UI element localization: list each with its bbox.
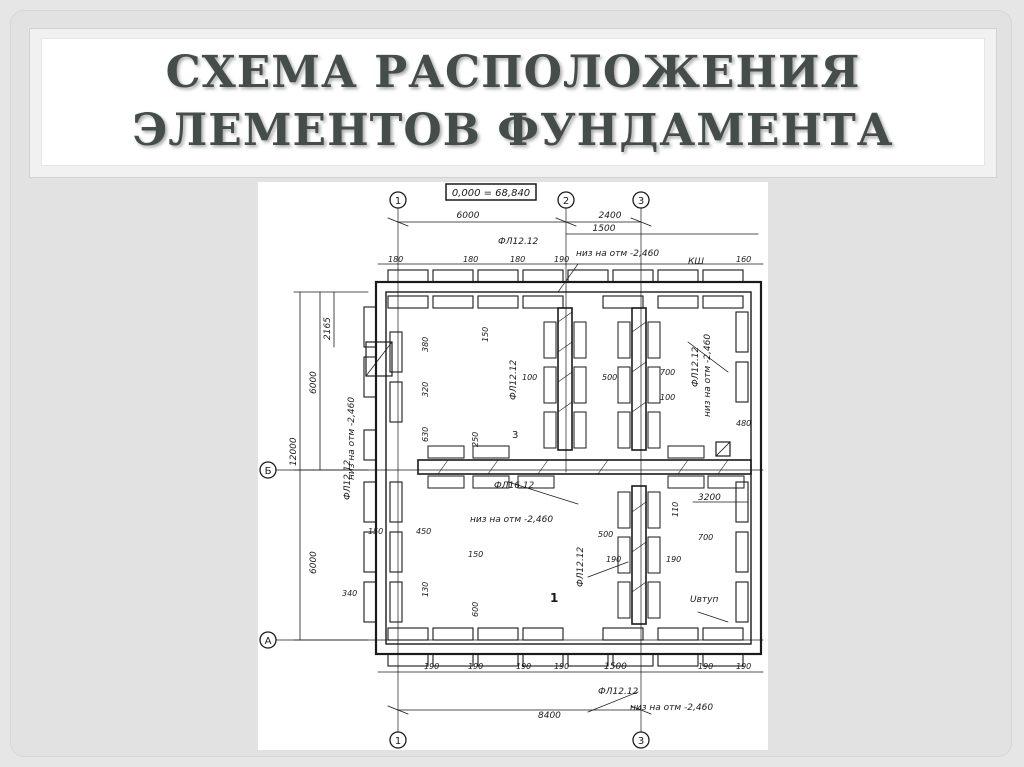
dim-2400-top: 2400 xyxy=(599,211,622,221)
right-hatched-block-diagonal xyxy=(715,441,731,457)
label-niz-left: низ на отм -2,460 xyxy=(347,397,357,480)
label-ksh: КШ xyxy=(688,257,704,267)
axis-b-label: Б xyxy=(265,466,272,477)
axis-3-bottom-label: 3 xyxy=(638,736,644,747)
dim-190-right: 190 xyxy=(666,555,681,564)
label-niz-center: низ на отм -2,460 xyxy=(470,515,553,525)
interior-walls xyxy=(417,307,752,625)
dim-190-bottom-f: 190 xyxy=(736,662,751,671)
dim-190-bottom-e: 190 xyxy=(698,662,713,671)
right-foundation-blocks xyxy=(735,311,749,623)
dim-190-bottom-b: 190 xyxy=(468,662,483,671)
label-fl1212-lower: ФЛ12.12 xyxy=(576,546,586,587)
axis-1-bottom-label: 1 xyxy=(395,736,401,747)
dim-700-right-top: 700 xyxy=(660,368,675,377)
label-fl1212-bottom: ФЛ12.12 xyxy=(598,687,639,697)
label-niz-top: низ на отм -2,460 xyxy=(576,249,659,259)
bottom-foundation-blocks xyxy=(387,627,744,667)
dim-190-lower: 190 xyxy=(606,555,621,564)
dim-500-upper: 500 xyxy=(602,373,617,382)
dim-700-right: 700 xyxy=(698,533,713,542)
dim-480: 480 xyxy=(736,419,751,428)
left-dimension-lines xyxy=(293,291,369,641)
dim-180-top-b: 180 xyxy=(463,255,478,264)
dim-630: 630 xyxy=(421,427,430,442)
axis-1-top-label: 1 xyxy=(395,196,401,207)
label-niz-right: низ на отм -2,460 xyxy=(703,334,713,417)
dim-100-b: 100 xyxy=(660,393,675,402)
dim-110: 110 xyxy=(671,502,680,517)
dim-340-left: 340 xyxy=(342,589,357,598)
label-fl1612: ФЛ16.12 xyxy=(494,481,535,491)
label-vystup: Uвтуп xyxy=(690,595,718,605)
wall-hatching xyxy=(437,311,729,593)
elevation-box xyxy=(445,183,537,201)
section-mark-3: 3 xyxy=(512,430,518,441)
interior-foundation-blocks xyxy=(427,321,745,619)
right-hatched-block xyxy=(715,441,731,457)
dim-190-bottom-c: 190 xyxy=(516,662,531,671)
dim-6000-top: 6000 xyxy=(457,211,480,221)
slide-title-line-1: СХЕМА РАСПОЛОЖЕНИЯ xyxy=(165,47,861,98)
leader-lines xyxy=(507,263,729,713)
dim-450: 450 xyxy=(416,527,431,536)
top-foundation-blocks xyxy=(387,269,744,309)
dim-600: 600 xyxy=(471,602,480,617)
elevation-text: 0,000 = 68,840 xyxy=(452,188,530,199)
dim-150-left: 150 xyxy=(368,527,383,536)
label-fl1212-left: ФЛ12.12 xyxy=(343,459,353,500)
left-hatched-inset xyxy=(365,341,393,377)
dim-190-bottom-d: 190 xyxy=(554,662,569,671)
dim-180-top-a: 180 xyxy=(388,255,403,264)
dim-380: 380 xyxy=(421,337,430,352)
dim-190-top: 190 xyxy=(554,255,569,264)
dim-150-upper: 150 xyxy=(481,327,490,342)
dim-190-bottom-a: 190 xyxy=(424,662,439,671)
foundation-drawing: 0,000 = 68,840 1 2 3 1 3 Б A xyxy=(258,182,768,750)
axis-a-label: A xyxy=(265,636,272,647)
dim-150-center: 150 xyxy=(468,550,483,559)
dim-3200: 3200 xyxy=(698,493,721,503)
label-fl1212-top: ФЛ12.12 xyxy=(498,237,539,247)
slide-title: СХЕМА РАСПОЛОЖЕНИЯ ЭЛЕМЕНТОВ ФУНДАМЕНТА xyxy=(132,44,893,160)
dim-160-top: 160 xyxy=(736,255,751,264)
dim-12000-left: 12000 xyxy=(289,437,299,466)
dim-2165-left: 2165 xyxy=(323,317,333,340)
dim-1500-bottom: 1500 xyxy=(604,662,627,672)
title-box: СХЕМА РАСПОЛОЖЕНИЯ ЭЛЕМЕНТОВ ФУНДАМЕНТА xyxy=(29,28,997,178)
axis-3-top-label: 3 xyxy=(638,196,644,207)
title-panel: СХЕМА РАСПОЛОЖЕНИЯ ЭЛЕМЕНТОВ ФУНДАМЕНТА xyxy=(42,39,984,165)
dim-6000-left-top: 6000 xyxy=(309,371,319,394)
dim-320: 320 xyxy=(421,382,430,397)
slide-title-line-2: ЭЛЕМЕНТОВ ФУНДАМЕНТА xyxy=(132,105,894,156)
dim-180-top-c: 180 xyxy=(510,255,525,264)
label-fl1212-right: ФЛ12.12 xyxy=(691,346,701,387)
bottom-dimension-lines xyxy=(377,671,764,715)
dim-100-a: 100 xyxy=(522,373,537,382)
foundation-plan-svg: 0,000 = 68,840 1 2 3 1 3 Б A xyxy=(259,183,764,749)
left-hatched-inset-diagonal xyxy=(365,341,393,377)
axis-2-top-label: 2 xyxy=(563,196,569,207)
top-dimension-lines xyxy=(377,217,764,265)
dim-130: 130 xyxy=(421,582,430,597)
dim-8400: 8400 xyxy=(538,711,561,721)
label-fl1212-center: ФЛ12.12 xyxy=(509,359,519,400)
left-foundation-blocks xyxy=(363,306,403,623)
dim-250: 250 xyxy=(471,432,480,447)
section-mark-1: 1 xyxy=(550,591,558,605)
dim-6000-left-bottom: 6000 xyxy=(309,551,319,574)
dim-1500-top: 1500 xyxy=(593,224,616,234)
label-niz-bottom: низ на отм -2,460 xyxy=(630,703,713,713)
dim-500-lower: 500 xyxy=(598,530,613,539)
